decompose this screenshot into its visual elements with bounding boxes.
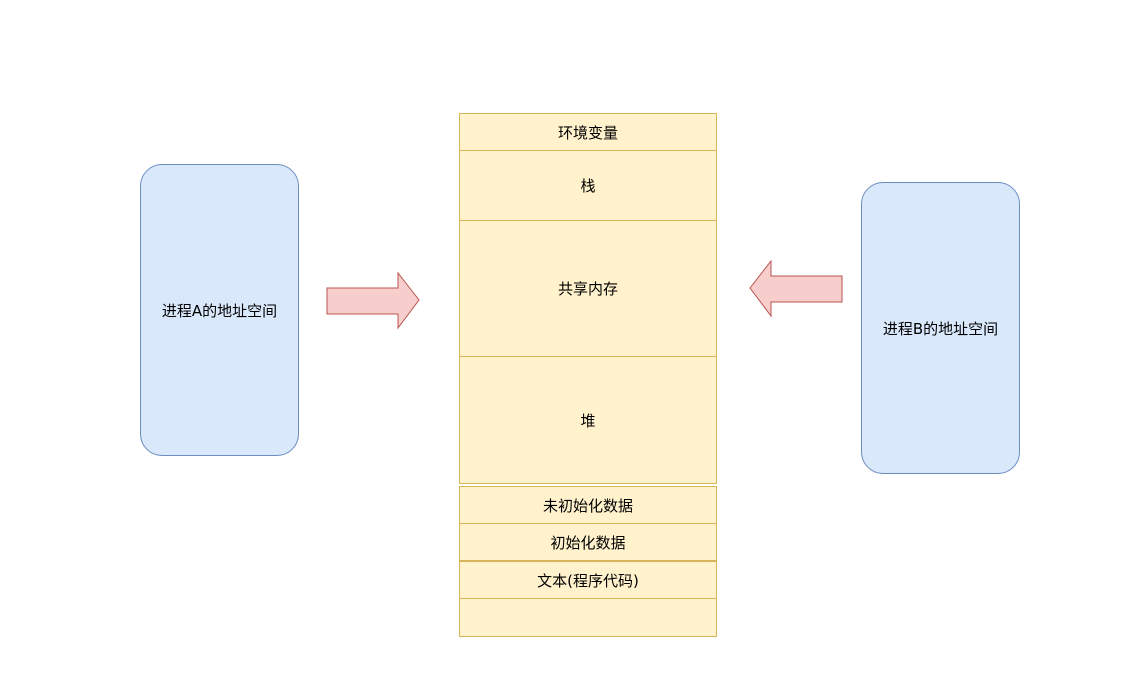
segment-shared-memory-label: 共享内存 <box>557 280 618 298</box>
segment-text-label: 文本(程序代码) <box>537 571 639 590</box>
segment-bss-label: 未初始化数据 <box>542 496 633 515</box>
segment-heap: 堆 <box>459 356 717 484</box>
arrow-right-icon <box>326 272 420 330</box>
arrow-left-icon <box>749 260 843 318</box>
segment-initialized-data: 初始化数据 <box>459 523 717 561</box>
process-b-address-space: 进程B的地址空间 <box>861 182 1020 474</box>
segment-text-program-code: 文本(程序代码) <box>459 561 717 599</box>
segment-stack-label: 栈 <box>580 177 596 195</box>
segment-empty <box>459 598 717 637</box>
segment-uninitialized-data: 未初始化数据 <box>459 486 717 524</box>
segment-heap-label: 堆 <box>580 411 596 430</box>
process-a-address-space: 进程A的地址空间 <box>140 164 299 456</box>
process-b-label: 进程B的地址空间 <box>882 319 999 338</box>
process-a-label: 进程A的地址空间 <box>161 301 278 320</box>
segment-stack: 栈 <box>459 150 717 221</box>
segment-environment-variables: 环境变量 <box>459 113 717 151</box>
segment-env-label: 环境变量 <box>557 123 618 142</box>
segment-data-label: 初始化数据 <box>550 533 626 552</box>
segment-shared-memory: 共享内存 <box>459 220 717 357</box>
